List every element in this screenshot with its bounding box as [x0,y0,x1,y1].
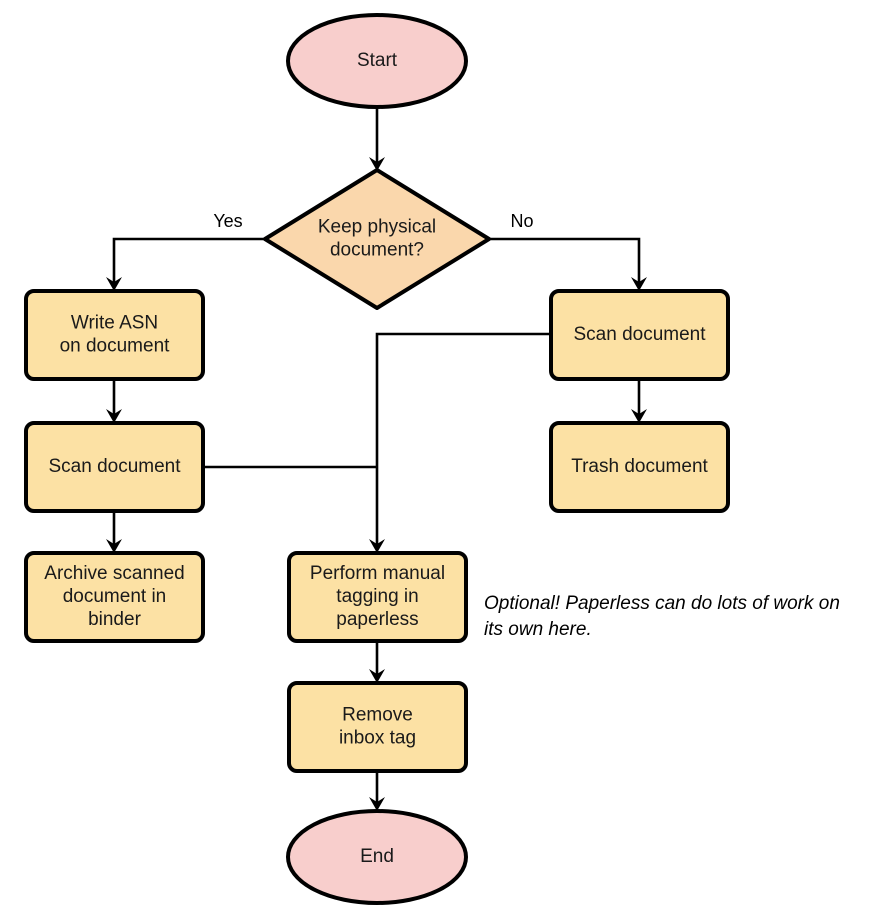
node-label: inbox tag [339,728,416,749]
annotation-line: its own here. [484,619,592,640]
process-shape [24,421,205,513]
node-trash-document[interactable]: Trash document [549,421,730,513]
node-scan-document-right[interactable]: Scan document [549,289,730,381]
process-shape [24,551,205,643]
annotation-line: Optional! Paperless can do lots of work … [484,593,840,614]
annotation-optional-note: Optional! Paperless can do lots of work … [484,593,840,640]
node-label: tagging in [336,586,418,607]
node-label: Perform manual [310,563,445,584]
decision-shape [263,168,491,310]
edge-manual-tagging-to-remove-inbox-tag [369,641,385,683]
node-label: End [360,846,394,867]
arrowhead-icon [106,409,122,423]
edge-remove-inbox-tag-to-end [369,771,385,811]
node-label: Scan document [573,324,706,345]
node-label: Write ASN [71,313,158,334]
arrowhead-icon [631,277,647,291]
process-shape [287,551,468,643]
arrowhead-icon [106,539,122,553]
edge-path [375,332,551,546]
edge-label: Yes [213,211,242,231]
terminator-shape [286,809,468,905]
node-label: Archive scanned [44,563,184,584]
node-label: Keep physical [318,217,436,238]
arrowhead-icon [106,277,122,291]
arrowhead-icon [369,797,385,811]
node-label: binder [88,609,141,630]
edge-scan-document-left-to-archive [106,511,122,553]
arrowhead-icon [369,539,385,553]
arrowhead-icon [369,669,385,683]
node-scan-document-left[interactable]: Scan document [24,421,205,513]
process-shape [287,681,468,773]
node-label: document in [63,586,167,607]
process-shape [549,289,730,381]
edge-start-to-decision [369,107,385,171]
edge-scan-document-right-to-trash [631,379,647,423]
edge-write-asn-to-scan-document-left [106,379,122,423]
node-end[interactable]: End [286,809,468,905]
process-shape [549,421,730,513]
node-start[interactable]: Start [286,13,468,109]
process-shape [24,289,205,381]
node-label: Trash document [571,456,708,477]
edge-decision-no-to-scan-document-right: No [489,211,647,291]
annotations-layer: Optional! Paperless can do lots of work … [484,593,840,640]
node-label: paperless [336,609,418,630]
edge-path [489,237,641,284]
edge-scan-document-right-to-manual-tagging [369,332,551,553]
node-label: on document [60,336,171,357]
node-label: Start [357,50,398,71]
node-label: Scan document [48,456,181,477]
edge-path [112,237,265,284]
terminator-shape [286,13,468,109]
edge-label: No [510,211,533,231]
arrowhead-icon [369,157,385,171]
edge-decision-yes-to-write-asn: Yes [106,211,265,291]
node-label: document? [330,240,424,261]
arrowhead-icon [631,409,647,423]
node-label: Remove [342,705,413,726]
edges-layer: Yes No [106,107,647,811]
